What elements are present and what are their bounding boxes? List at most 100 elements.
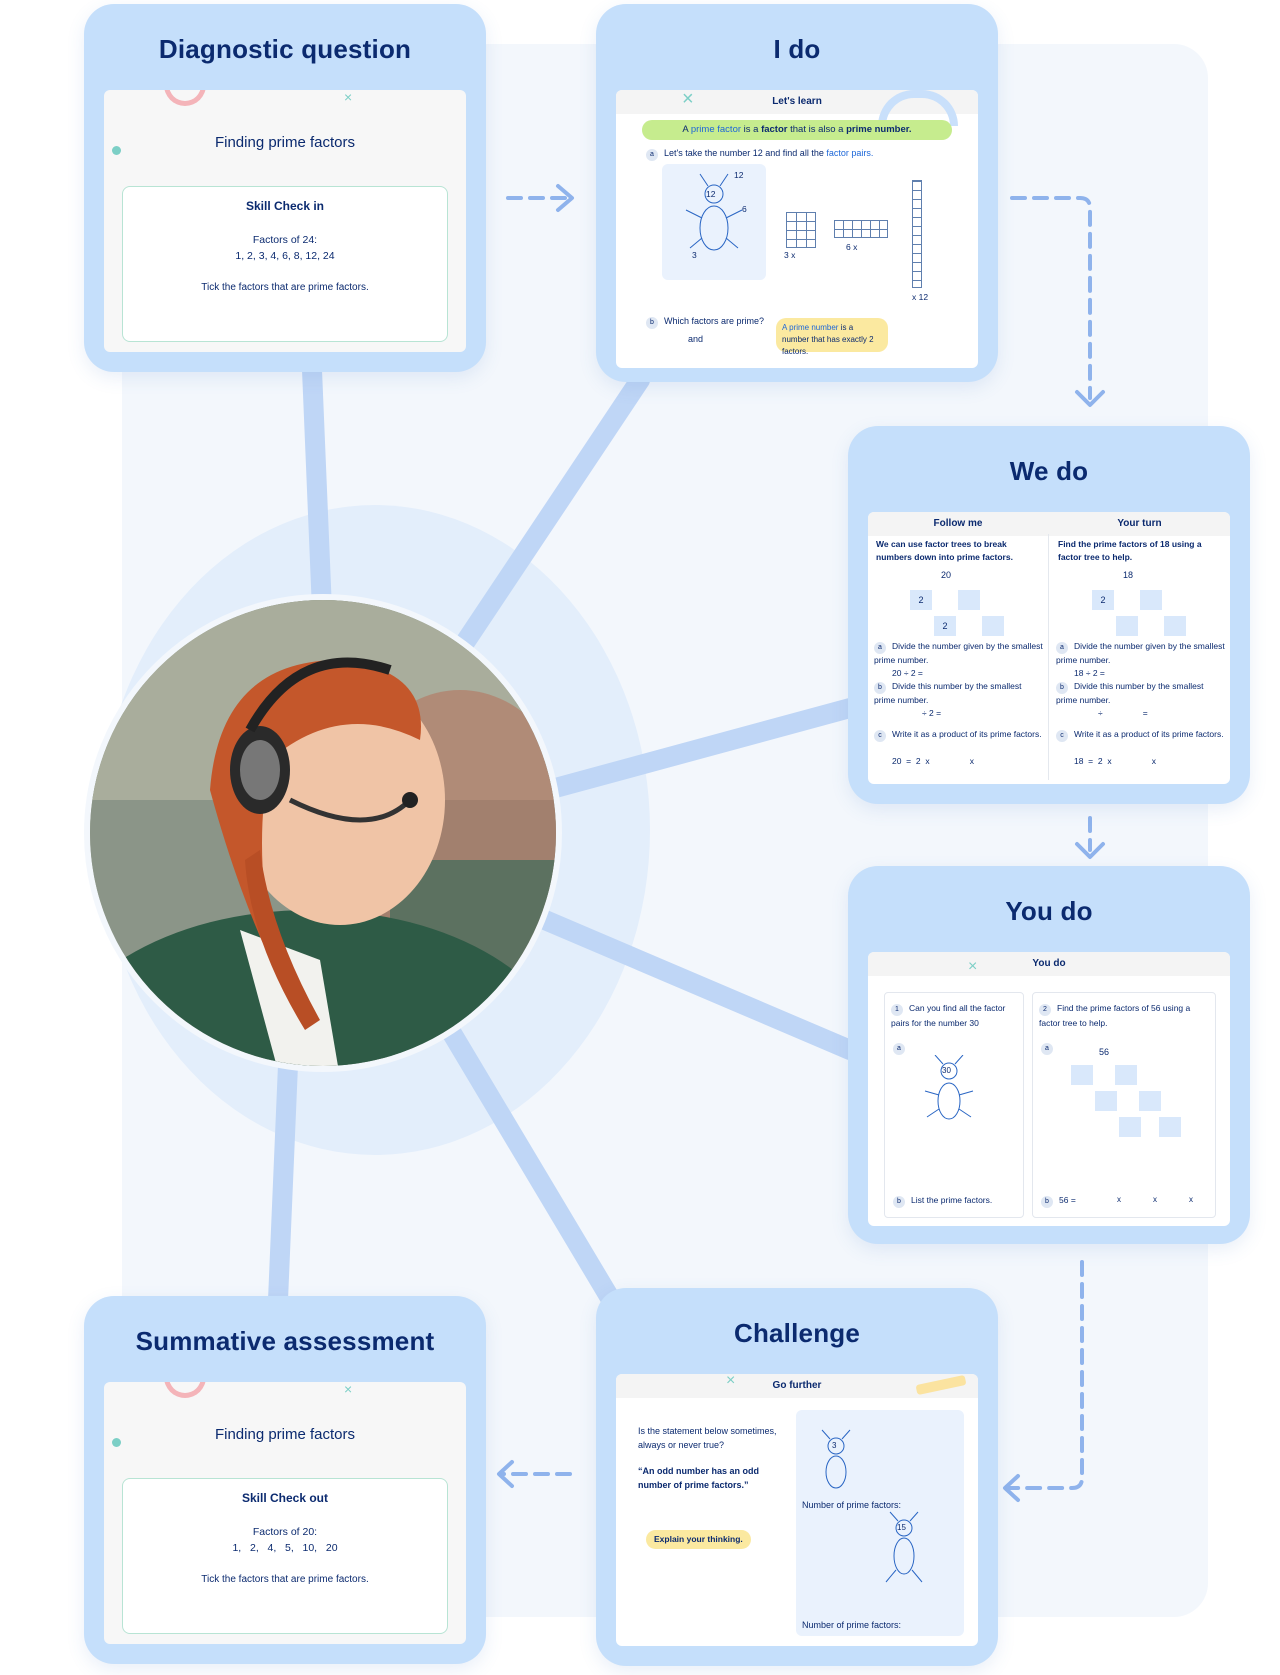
your-turn-header: Your turn [1117, 518, 1162, 529]
connector-diagnostic [302, 360, 332, 620]
card-title: We do [1009, 456, 1089, 486]
follow-me-intro: We can use factor trees to break numbers… [876, 539, 1013, 562]
factor-bug-panel: 12 12 6 3 [662, 164, 766, 280]
follow-me-header: Follow me [933, 518, 983, 529]
q2-times-1: x [1117, 1195, 1121, 1204]
decor-cross: × [726, 1374, 736, 1389]
slide-header: Go further [772, 1380, 822, 1391]
array-label-3: 3 x [784, 250, 796, 260]
q2-tree-root: 56 [1099, 1047, 1110, 1057]
decor-cross: × [344, 1382, 353, 1397]
left-step-c-eq: 20 = 2 x x [892, 756, 974, 766]
prime-count-label-2: Number of prime factors: [802, 1620, 902, 1630]
array-label-6: 6 x [846, 242, 858, 252]
wedo-slide: Follow me Your turn We can use factor tr… [868, 512, 1230, 784]
right-tree-node-1 [1140, 590, 1162, 610]
bug-right: 6 [742, 204, 747, 214]
card-title: I do [773, 34, 821, 64]
right-step-a-eq: 18 ÷ 2 = [1074, 668, 1105, 678]
bug-left: 3 [692, 250, 697, 260]
q1-factor-bug [924, 1055, 974, 1120]
q1-bug-center: 30 [942, 1066, 951, 1075]
instruction: Tick the factors that are prime factors. [201, 1574, 369, 1585]
decor-dot [112, 146, 121, 155]
q2-tree-node [1119, 1117, 1141, 1137]
right-step-b-eq: ÷ = [1098, 708, 1148, 718]
left-step-a-eq: 20 ÷ 2 = [892, 668, 923, 678]
decor-cross: × [344, 90, 353, 105]
q2-tree-node [1159, 1117, 1181, 1137]
prime-note: A prime number is a number that has exac… [776, 318, 888, 356]
answer-and: and [688, 334, 704, 344]
right-tree-root: 18 [1123, 570, 1134, 580]
q2-letter-a: a [1041, 1041, 1059, 1055]
slide-header: You do [1032, 958, 1066, 969]
right-tree-node-3 [1164, 616, 1186, 636]
card-title: You do [1005, 896, 1093, 926]
factors-label: Factors of 20: [252, 1526, 318, 1538]
q2-times-2: x [1153, 1195, 1157, 1204]
card-diagnostic[interactable]: Diagnostic question × Finding prime fact… [84, 4, 486, 372]
left-tree-node-1 [958, 590, 980, 610]
decor-cross: × [682, 90, 694, 110]
card-title: Summative assessment [135, 1326, 435, 1356]
card-wedo[interactable]: We do Follow me Your turn We can use fac… [848, 426, 1250, 804]
left-tree-node-2 [982, 616, 1004, 636]
q2-times-3: x [1189, 1195, 1193, 1204]
challenge-bug-2: 15 [897, 1523, 906, 1532]
challenge-question: Is the statement below sometimes, always… [638, 1426, 777, 1450]
decor-arc [164, 1382, 206, 1398]
q2-tree-node [1115, 1065, 1137, 1085]
right-step-c-eq: 18 = 2 x x [1074, 756, 1156, 766]
your-turn-intro: Find the prime factors of 18 using a fac… [1058, 539, 1202, 562]
prime-count-label-1: Number of prime factors: [802, 1500, 902, 1510]
left-tree-leaf-1: 2 [910, 590, 932, 610]
definition-banner: A prime factor is a factor that is also … [642, 120, 952, 140]
arrow-youdo-to-challenge [1008, 1260, 1084, 1490]
connector-ido [450, 370, 650, 660]
box-heading: Skill Check out [241, 1491, 329, 1505]
connector-challenge [440, 1020, 620, 1308]
array-6x2 [834, 220, 888, 238]
card-title: Challenge [733, 1318, 861, 1348]
right-tree-leaf-1: 2 [1092, 590, 1114, 610]
summative-slide: × Finding prime factors Skill Check out … [104, 1382, 466, 1644]
skill-check-box: Skill Check out Factors of 20: 1, 2, 4, … [122, 1478, 448, 1634]
connector-youdo [535, 910, 860, 1060]
bug-center: 12 [706, 189, 716, 199]
left-step-b-eq: ÷ 2 = [922, 708, 942, 718]
q1-letter-a: a [893, 1041, 911, 1055]
decor-arc [164, 90, 206, 106]
challenge-slide: × Go further Is the statement below some… [616, 1374, 978, 1646]
card-challenge[interactable]: Challenge × Go further Is the statement … [596, 1288, 998, 1666]
card-title: Diagnostic question [158, 34, 412, 64]
connector-wedo [538, 698, 860, 800]
factors-values: 1, 2, 4, 5, 10, 20 [232, 1542, 338, 1554]
decor-cross: × [968, 958, 978, 975]
factors-label: Factors of 24: [252, 234, 318, 246]
card-ido[interactable]: I do × Let's learn A prime factor is a f… [596, 4, 998, 382]
ido-slide: × Let's learn A prime factor is a factor… [616, 90, 978, 368]
card-summative[interactable]: Summative assessment × Finding prime fac… [84, 1296, 486, 1664]
bug-top: 12 [734, 170, 744, 180]
q2-tree-node [1071, 1065, 1093, 1085]
explain-button[interactable]: Explain your thinking. [646, 1530, 751, 1549]
left-tree-root: 20 [941, 570, 952, 580]
connector-summative [268, 1055, 298, 1310]
student-photo [84, 594, 562, 1072]
slide-title: Finding prime factors [214, 1426, 356, 1443]
